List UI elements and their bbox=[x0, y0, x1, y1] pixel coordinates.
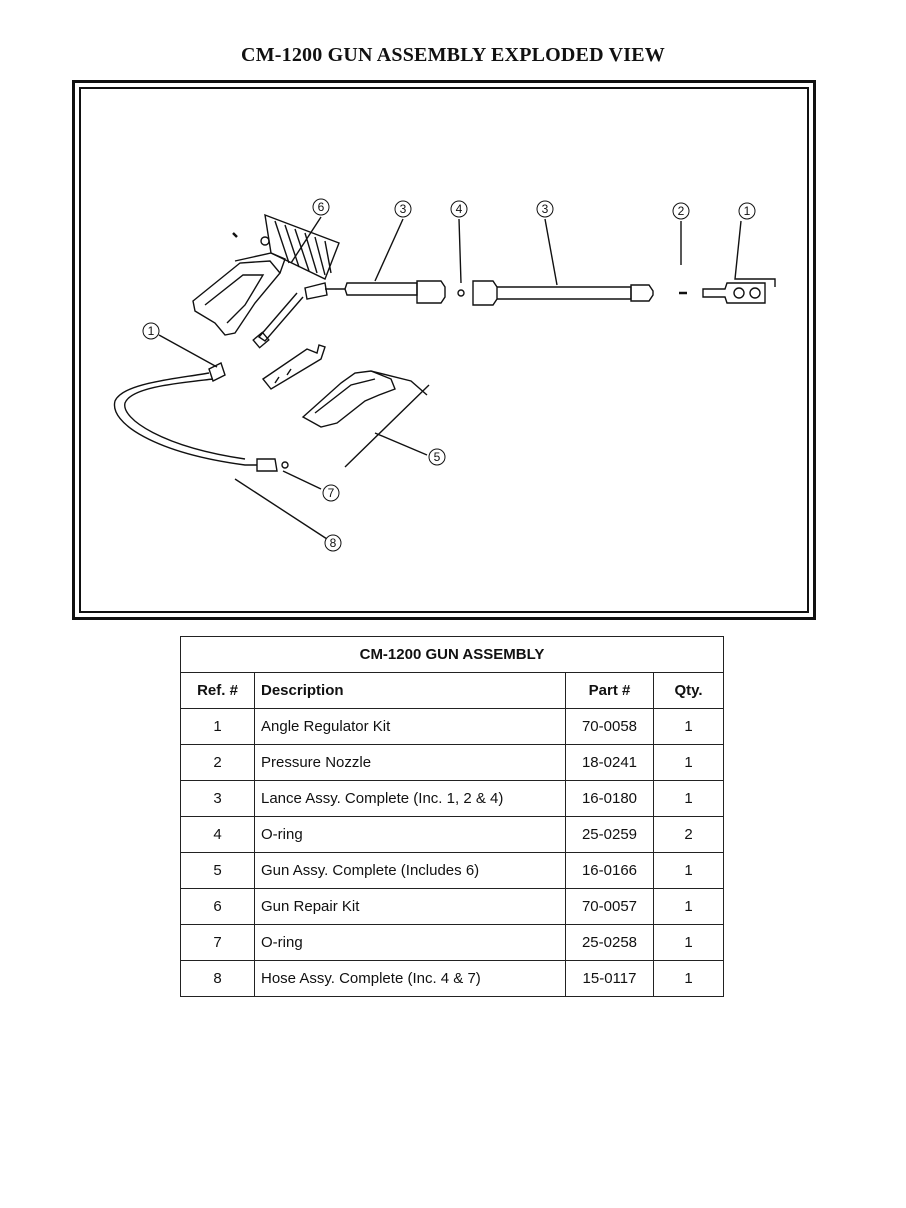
svg-text:1: 1 bbox=[148, 324, 155, 338]
table-row: 6 Gun Repair Kit 70-0057 1 bbox=[180, 888, 724, 925]
cell-description: Lance Assy. Complete (Inc. 1, 2 & 4) bbox=[254, 780, 566, 817]
callout-7: 7 bbox=[322, 484, 340, 502]
trigger-part bbox=[261, 344, 326, 390]
cell-qty: 1 bbox=[653, 708, 724, 745]
cell-part: 18-0241 bbox=[565, 744, 654, 781]
cell-part: 16-0166 bbox=[565, 852, 654, 889]
lance-long bbox=[472, 280, 498, 306]
callout-4: 4 bbox=[450, 200, 468, 218]
cell-qty: 1 bbox=[653, 888, 724, 925]
cell-ref: 1 bbox=[180, 708, 255, 745]
lance-short bbox=[325, 282, 418, 296]
cell-part: 25-0258 bbox=[565, 924, 654, 961]
cell-description: Pressure Nozzle bbox=[254, 744, 566, 781]
svg-text:4: 4 bbox=[456, 202, 463, 216]
callout-6-upper: 6 bbox=[312, 198, 330, 216]
exploded-view-drawing: 6 3 4 3 2 1 1 5 7 8 bbox=[113, 198, 776, 552]
cell-qty: 1 bbox=[653, 744, 724, 781]
header-qty: Qty. bbox=[653, 672, 724, 709]
svg-text:7: 7 bbox=[328, 486, 335, 500]
cell-description: Angle Regulator Kit bbox=[254, 708, 566, 745]
callout-3b: 3 bbox=[536, 200, 554, 218]
cell-description: Gun Repair Kit bbox=[254, 888, 566, 925]
table-row: 1 Angle Regulator Kit 70-0058 1 bbox=[180, 708, 724, 745]
cell-qty: 1 bbox=[653, 960, 724, 997]
gun-body-5 bbox=[301, 370, 396, 428]
cell-description: O-ring bbox=[254, 816, 566, 853]
cell-part: 70-0057 bbox=[565, 888, 654, 925]
table-row: 4 O-ring 25-0259 2 bbox=[180, 816, 724, 853]
cell-qty: 1 bbox=[653, 924, 724, 961]
hose-8 bbox=[113, 372, 257, 466]
table-header-row: Ref. # Description Part # Qty. bbox=[180, 672, 724, 709]
cell-qty: 2 bbox=[653, 816, 724, 853]
svg-text:2: 2 bbox=[678, 204, 685, 218]
svg-text:5: 5 bbox=[434, 450, 441, 464]
table-row: 5 Gun Assy. Complete (Includes 6) 16-016… bbox=[180, 852, 724, 889]
exploded-view-diagram: 6 3 4 3 2 1 1 5 7 8 bbox=[72, 80, 816, 620]
callout-1-left: 1 bbox=[142, 322, 160, 340]
cell-ref: 7 bbox=[180, 924, 255, 961]
diagram-inner-border bbox=[79, 87, 809, 613]
svg-text:8: 8 bbox=[330, 536, 337, 550]
callout-8: 8 bbox=[324, 534, 342, 552]
cell-part: 70-0058 bbox=[565, 708, 654, 745]
parts-table: CM-1200 GUN ASSEMBLY Ref. # Description … bbox=[180, 636, 724, 997]
cell-part: 15-0117 bbox=[565, 960, 654, 997]
header-description: Description bbox=[254, 672, 566, 709]
svg-text:3: 3 bbox=[542, 202, 549, 216]
cell-description: Hose Assy. Complete (Inc. 4 & 7) bbox=[254, 960, 566, 997]
gun-handle-part bbox=[192, 260, 281, 336]
table-title: CM-1200 GUN ASSEMBLY bbox=[180, 636, 724, 673]
callout-2: 2 bbox=[672, 202, 690, 220]
callout-3: 3 bbox=[394, 200, 412, 218]
header-ref: Ref. # bbox=[180, 672, 255, 709]
cell-part: 25-0259 bbox=[565, 816, 654, 853]
oring-4 bbox=[457, 289, 465, 297]
cell-description: Gun Assy. Complete (Includes 6) bbox=[254, 852, 566, 889]
svg-text:1: 1 bbox=[744, 204, 751, 218]
page-title: CM-1200 GUN ASSEMBLY EXPLODED VIEW bbox=[241, 44, 665, 66]
table-row: 7 O-ring 25-0258 1 bbox=[180, 924, 724, 961]
cell-qty: 1 bbox=[653, 780, 724, 817]
cell-description: O-ring bbox=[254, 924, 566, 961]
cell-ref: 8 bbox=[180, 960, 255, 997]
cell-ref: 5 bbox=[180, 852, 255, 889]
cell-part: 16-0180 bbox=[565, 780, 654, 817]
cell-qty: 1 bbox=[653, 852, 724, 889]
cell-ref: 3 bbox=[180, 780, 255, 817]
header-part: Part # bbox=[565, 672, 654, 709]
table-title-row: CM-1200 GUN ASSEMBLY bbox=[180, 636, 724, 673]
table-row: 8 Hose Assy. Complete (Inc. 4 & 7) 15-01… bbox=[180, 960, 724, 997]
table-row: 2 Pressure Nozzle 18-0241 1 bbox=[180, 744, 724, 781]
svg-text:3: 3 bbox=[400, 202, 407, 216]
svg-text:6: 6 bbox=[318, 200, 325, 214]
angle-regulator-right bbox=[702, 282, 766, 304]
cell-ref: 6 bbox=[180, 888, 255, 925]
table-row: 3 Lance Assy. Complete (Inc. 1, 2 & 4) 1… bbox=[180, 780, 724, 817]
cell-ref: 2 bbox=[180, 744, 255, 781]
cell-ref: 4 bbox=[180, 816, 255, 853]
callout-5: 5 bbox=[428, 448, 446, 466]
callout-1-right: 1 bbox=[738, 202, 756, 220]
